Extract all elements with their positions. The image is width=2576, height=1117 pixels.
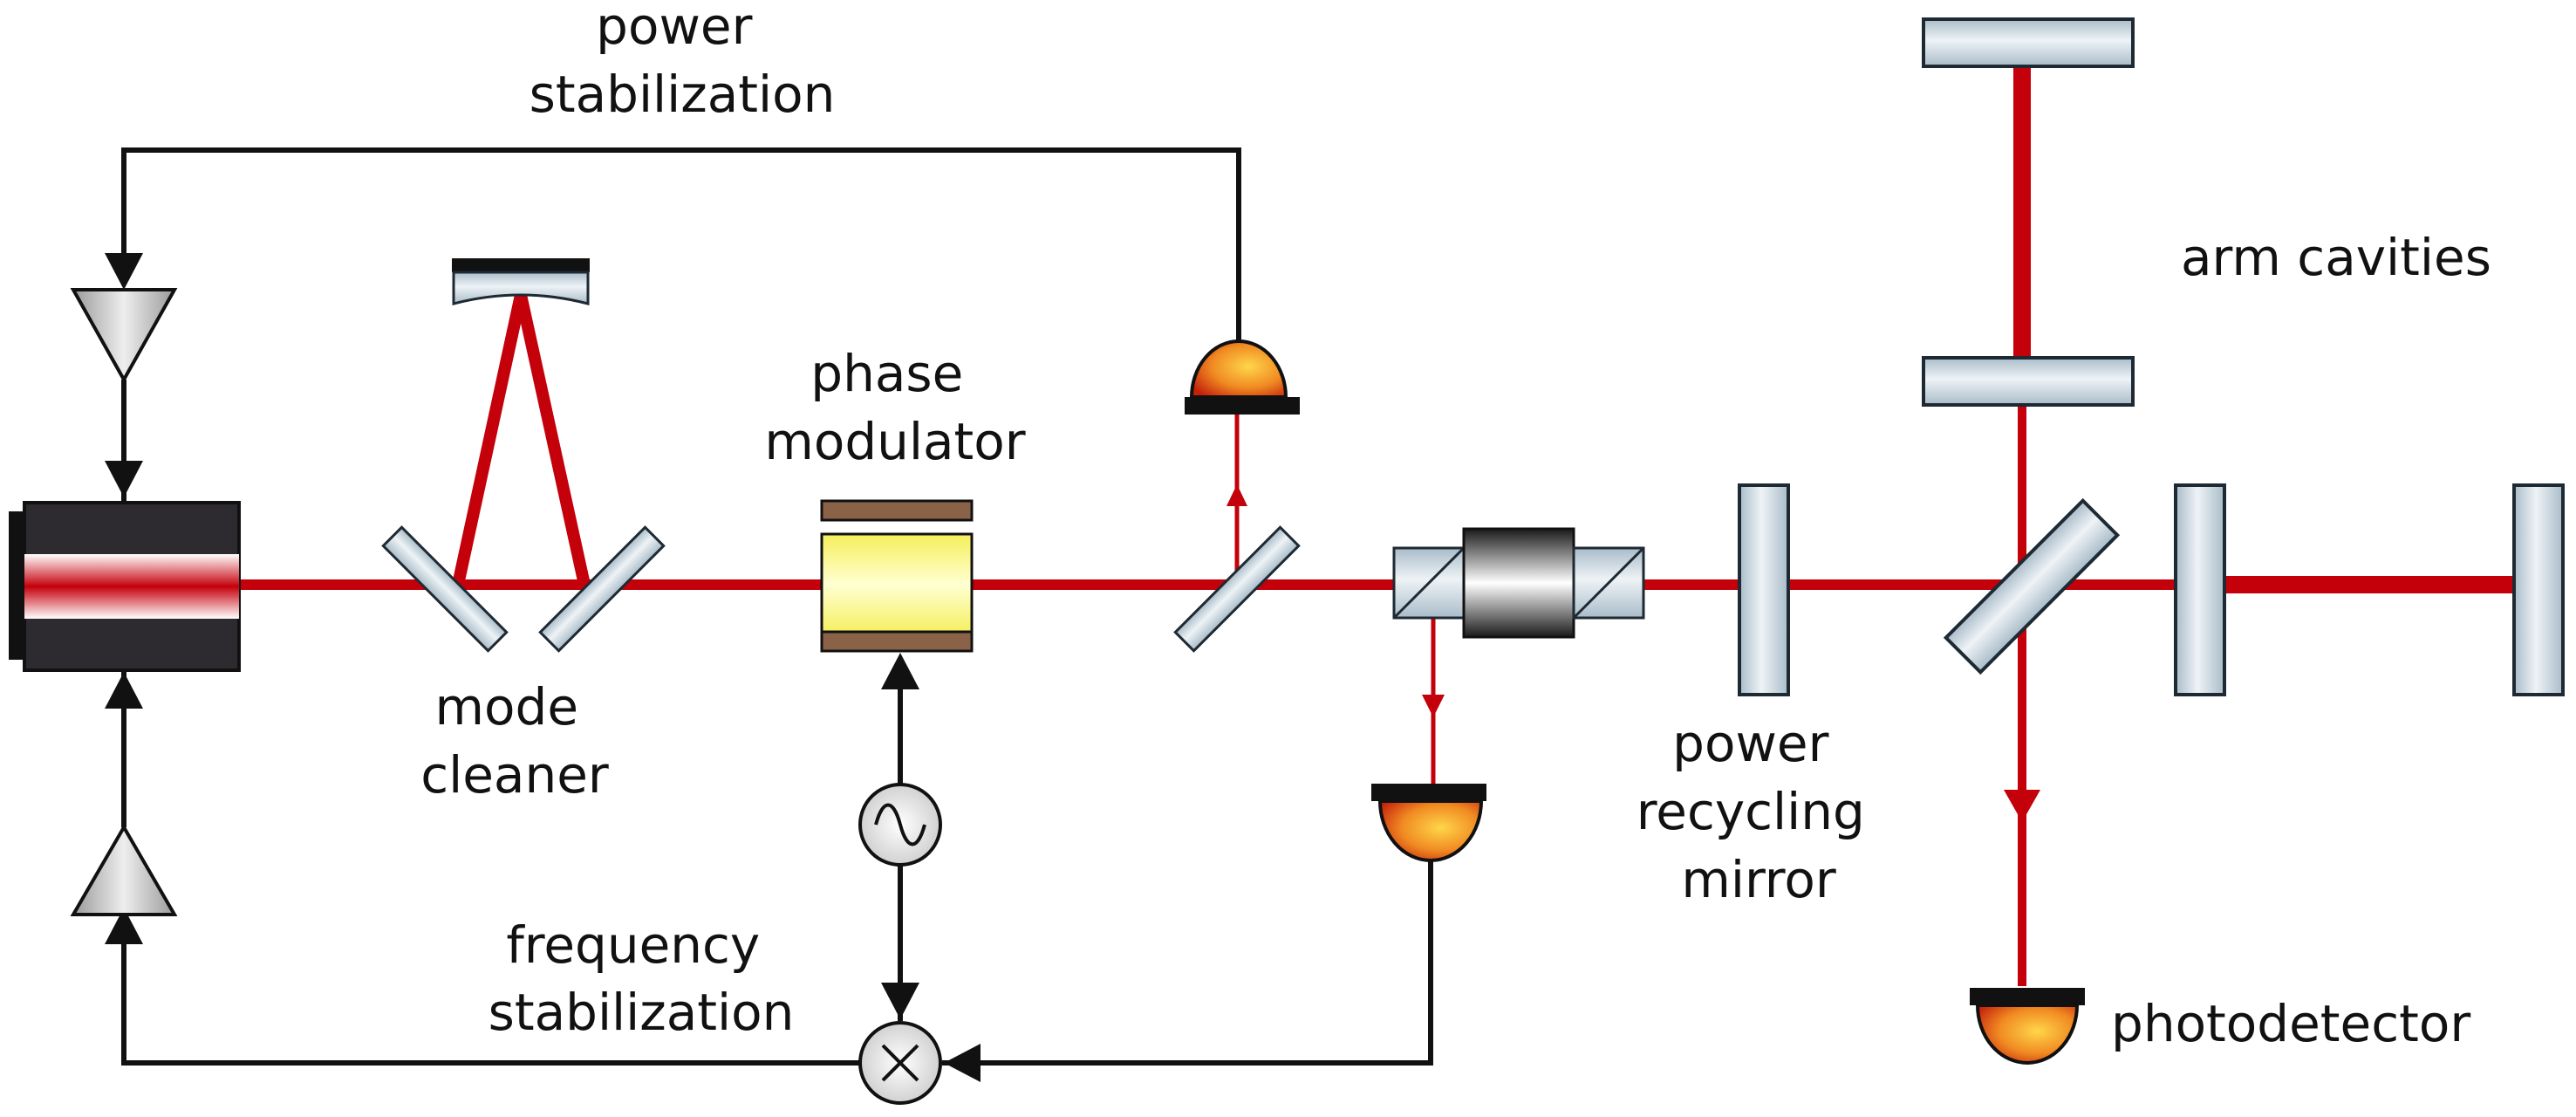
- detector-dome: [1975, 1004, 2080, 1065]
- beam-arrow-down-isolator: [1422, 695, 1445, 717]
- power-stabilization-loop: [121, 147, 1241, 340]
- frequency-stabilization-loop: [121, 915, 866, 1066]
- arrow-into-modulator: [881, 653, 919, 689]
- photodetector-isolator: [1371, 784, 1486, 862]
- y-arm-input-mirror: [1922, 356, 2135, 407]
- oscillator: [858, 783, 942, 867]
- detector-dome: [1189, 339, 1288, 399]
- x-arm-end-mirror: [2512, 483, 2565, 696]
- sine-wave-icon: [874, 803, 926, 846]
- signal-arrows: [105, 253, 981, 1082]
- power-recycling-mirror: [1738, 483, 1790, 696]
- phase-modulator-bottom-electrode: [820, 630, 974, 653]
- mode-cleaner-left-mirror: [381, 525, 509, 653]
- laser-gain-medium: [24, 554, 239, 619]
- arrow-into-top-amp: [105, 253, 143, 290]
- label-frequency-stabilization: frequency stabilization: [489, 915, 795, 1042]
- photodetector-output: [1970, 988, 2085, 1065]
- amplifier-top-icon: [70, 288, 178, 384]
- arrow-into-laser-bottom: [105, 672, 143, 709]
- label-mode-cleaner: mode cleaner: [420, 677, 609, 805]
- mode-cleaner-right-mirror: [538, 525, 666, 653]
- faraday-isolator: [1392, 527, 1645, 639]
- beam-splitter: [1943, 497, 2121, 675]
- isolator-left-diagonal: [1392, 546, 1466, 620]
- x-arm-input-mirror: [2174, 483, 2226, 696]
- laser-source: [9, 501, 241, 672]
- phase-modulator-crystal: [820, 532, 974, 637]
- detector-base: [1970, 988, 2085, 1005]
- amplifier-bottom-icon: [70, 824, 178, 916]
- arrow-into-mixer-top: [881, 983, 919, 1019]
- label-power-stabilization: power stabilization: [530, 0, 836, 124]
- label-photodetector: photodetector: [2111, 994, 2470, 1053]
- mode-cleaner-top-mirror: [452, 271, 590, 305]
- isolator-right-diagonal: [1572, 546, 1645, 620]
- mode-cleaner-top-mirror-mount: [452, 258, 590, 272]
- beam-arrow-down-photodetector: [2004, 790, 2040, 822]
- laser-back-plate: [9, 511, 26, 660]
- mixer: [858, 1021, 942, 1105]
- detector-base: [1185, 397, 1300, 415]
- photodetector-power: [1185, 339, 1300, 415]
- beam-arrow-up: [1227, 484, 1247, 506]
- detector-base: [1371, 784, 1486, 801]
- label-phase-modulator: phase modulator: [764, 344, 1025, 471]
- y-arm-end-mirror: [1922, 17, 2135, 68]
- phase-modulator-top-electrode: [820, 499, 974, 522]
- arrow-into-laser-top: [105, 461, 143, 497]
- beam-mode-cleaner-triangle: [452, 293, 591, 586]
- phase-modulator: [820, 499, 974, 653]
- isolator-rotator: [1462, 527, 1575, 639]
- beam-arrows: [1227, 484, 2040, 822]
- mode-cleaner: [381, 258, 666, 653]
- detector-to-mixer-line: [942, 860, 1433, 1066]
- arrow-into-bottom-amp: [105, 908, 143, 944]
- label-power-recycling-mirror: power recycling mirror: [1636, 714, 1882, 909]
- detector-dome: [1377, 799, 1484, 862]
- multiply-icon: [881, 1044, 919, 1082]
- label-arm-cavities: arm cavities: [2181, 228, 2491, 287]
- arrow-into-mixer-right: [944, 1044, 981, 1082]
- pickoff-mirror: [1173, 525, 1301, 653]
